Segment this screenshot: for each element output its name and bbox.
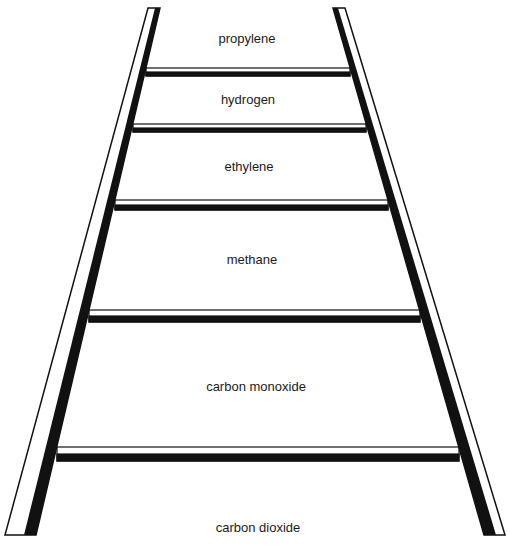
compound-label: carbon monoxide (206, 379, 306, 394)
compound-label: propylene (218, 31, 275, 46)
compound-label: ethylene (224, 159, 273, 174)
compound-label: hydrogen (221, 92, 275, 107)
compound-label: methane (227, 252, 278, 267)
rails (5, 8, 505, 535)
compound-label: carbon dioxide (216, 520, 301, 535)
